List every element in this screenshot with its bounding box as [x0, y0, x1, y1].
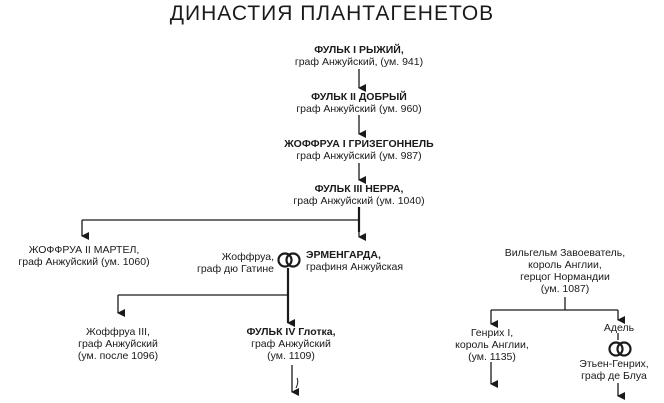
- node-geoffroy2-title: граф Анжуйский (ум. 1060): [18, 256, 150, 268]
- node-stephen-name: Этьен-Генрих,: [579, 358, 649, 370]
- node-fulk3-name: ФУЛЬК III НЕРРА,: [314, 183, 404, 195]
- node-william-title1: король Англии,: [528, 259, 602, 271]
- node-fulk4-title: граф Анжуйский: [251, 338, 331, 350]
- diagram-title: ДИНАСТИЯ ПЛАНТАГЕНЕТОВ: [169, 2, 495, 25]
- node-fulk1-name: ФУЛЬК I РЫЖИЙ,: [314, 44, 404, 56]
- node-william: Вильгельм Завоеватель, король Англии, ге…: [480, 247, 650, 295]
- node-geoffroy3-dates: (ум. после 1096): [77, 350, 159, 362]
- node-fulk2-name: ФУЛЬК II ДОБРЫЙ: [311, 91, 407, 103]
- node-geoffroy1-title: граф Анжуйский (ум. 987): [296, 150, 422, 162]
- scan-mark: [295, 377, 299, 389]
- node-geoffroy3-name: Жоффруа III,: [86, 326, 150, 338]
- double-ring-icon: [608, 341, 632, 357]
- node-fulk4: ФУЛЬК IV Глотка, граф Анжуйский (ум. 110…: [226, 326, 356, 362]
- node-geoffroy2: ЖОФФРУА II МАРТЕЛ, граф Анжуйский (ум. 1…: [4, 244, 164, 268]
- node-geoffroy-gatine-title: граф дю Гатине: [196, 263, 274, 275]
- node-henry1: Генрих I, король Англии, (ум. 1135): [440, 327, 544, 363]
- node-fulk1-title: граф Анжуйский, (ум. 941): [294, 56, 424, 68]
- node-stephen-title: граф де Блуа: [581, 370, 647, 382]
- node-geoffroy3: Жоффруа III, граф Анжуйский (ум. после 1…: [58, 326, 178, 362]
- node-adela-name: Адель: [603, 322, 635, 334]
- node-william-dates: (ум. 1087): [540, 283, 590, 295]
- node-geoffroy-gatine: Жоффруа, граф дю Гатине: [170, 251, 274, 275]
- node-stephen: Этьен-Генрих, граф де Блуа: [566, 358, 662, 382]
- node-ermengarde-title: графиня Анжуйская: [306, 261, 404, 273]
- node-geoffroy1-name: ЖОФФРУА I ГРИЗЕГОННЕЛЬ: [284, 138, 434, 150]
- node-geoffroy-gatine-name: Жоффруа,: [221, 251, 274, 263]
- node-fulk4-dates: (ум. 1109): [267, 350, 315, 362]
- node-fulk3-title: граф Анжуйский (ум. 1040): [293, 195, 425, 207]
- node-william-name: Вильгельм Завоеватель,: [504, 247, 626, 259]
- node-geoffroy1: ЖОФФРУА I ГРИЗЕГОННЕЛЬ граф Анжуйский (у…: [249, 138, 469, 162]
- node-fulk3: ФУЛЬК III НЕРРА, граф Анжуйский (ум. 104…: [259, 183, 459, 207]
- node-geoffroy2-name: ЖОФФРУА II МАРТЕЛ,: [28, 244, 140, 256]
- node-henry1-dates: (ум. 1135): [468, 351, 516, 363]
- node-fulk1: ФУЛЬК I РЫЖИЙ, граф Анжуйский, (ум. 941): [259, 44, 459, 68]
- node-henry1-name: Генрих I,: [470, 327, 514, 339]
- node-william-title2: герцог Нормандии: [520, 271, 610, 283]
- double-ring-icon: [277, 252, 301, 268]
- node-fulk2-title: граф Анжуйский (ум. 960): [296, 103, 422, 115]
- node-geoffroy3-title: граф Анжуйский: [78, 338, 158, 350]
- node-fulk2: ФУЛЬК II ДОБРЫЙ граф Анжуйский (ум. 960): [259, 91, 459, 115]
- node-ermengarde-name: ЭРМЕНГАРДА,: [306, 249, 381, 261]
- node-henry1-title: король Англии,: [455, 339, 529, 351]
- node-ermengarde: ЭРМЕНГАРДА, графиня Анжуйская: [306, 249, 426, 273]
- node-adela: Адель: [596, 322, 642, 334]
- node-fulk4-name: ФУЛЬК IV Глотка,: [246, 326, 336, 338]
